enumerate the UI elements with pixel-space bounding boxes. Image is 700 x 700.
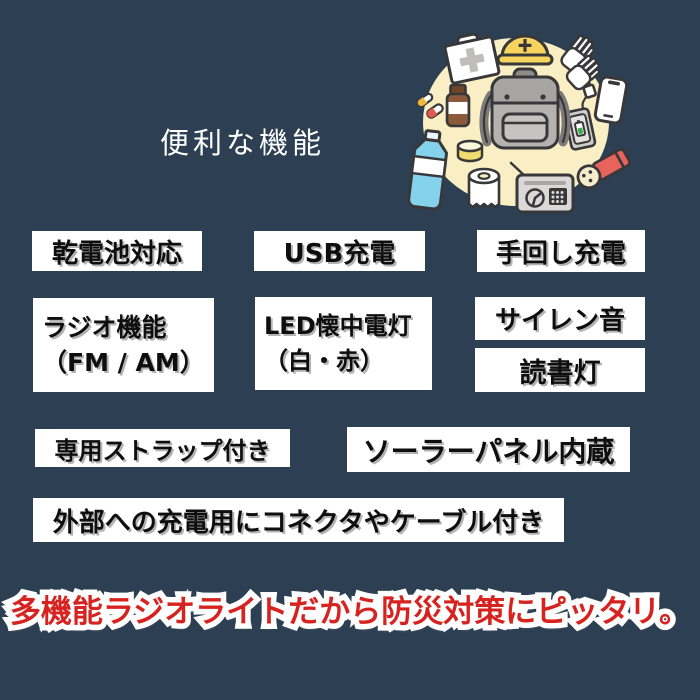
feature-box-strap: 専用ストラップ付き [35,429,290,467]
feature-box-solar-panel: ソーラーパネル内蔵 [347,427,630,472]
feature-label-battery: 乾電池対応 [51,238,182,269]
slogan: 多機能ラジオライトだから防災対策にピッタリ。 多機能ラジオライトだから防災対策に… [0,588,700,636]
feature-box-siren: サイレン音 [475,297,645,340]
feature-label-external-charge: 外部への充電用にコネクタやケーブル付き [52,507,545,538]
gloves-icon [560,34,601,91]
water-bottle-icon [407,129,449,211]
feature-label-hand-crank: 手回し充電 [495,238,626,269]
helmet-icon [496,34,554,66]
canned-food-icon [456,139,484,163]
feature-label-strap: 専用ストラップ付き [54,436,271,465]
feature-box-radio: ラジオ機能 （FM / AM） [33,298,214,392]
page-title: 便利な機能 [160,126,326,160]
feature-box-battery: 乾電池対応 [32,231,202,271]
feature-box-external-charge: 外部への充電用にコネクタやケーブル付き [33,498,564,542]
feature-box-led-flashlight: LED懐中電灯 （白・赤） [255,297,432,390]
feature-box-reading-light: 読書灯 [475,348,645,392]
feature-label-reading-light: 読書灯 [519,357,601,389]
flashlight-icon [576,148,631,190]
feature-label-siren: サイレン音 [494,306,625,336]
feature-box-hand-crank: 手回し充電 [477,230,645,272]
slogan-outline-layer: 多機能ラジオライトだから防災対策にピッタリ。 [4,589,695,636]
backpack-icon [479,67,571,150]
feature-label-led-line1: LED懐中電灯 [264,312,412,341]
pills-icon [416,92,444,119]
feature-label-radio-line1: ラジオ機能 [42,312,167,342]
feature-label-solar-panel: ソーラーパネル内蔵 [362,434,615,468]
feature-label-radio-line2: （FM / AM） [42,348,205,377]
feature-box-usb-charge: USB充電 [254,231,425,271]
feature-label-led-line2: （白・赤） [264,346,384,375]
first-aid-kit-icon [443,32,501,85]
emergency-supplies-illustration [407,32,631,214]
slogan-text: 多機能ラジオライトだから防災対策にピッタリ。 [9,594,691,630]
medicine-bottle-icon [445,83,471,128]
radio-icon [509,161,575,214]
power-bank-icon [563,78,597,151]
feature-label-usb-charge: USB充電 [283,238,396,269]
smartphone-icon [593,75,629,125]
toilet-paper-icon [467,167,501,209]
